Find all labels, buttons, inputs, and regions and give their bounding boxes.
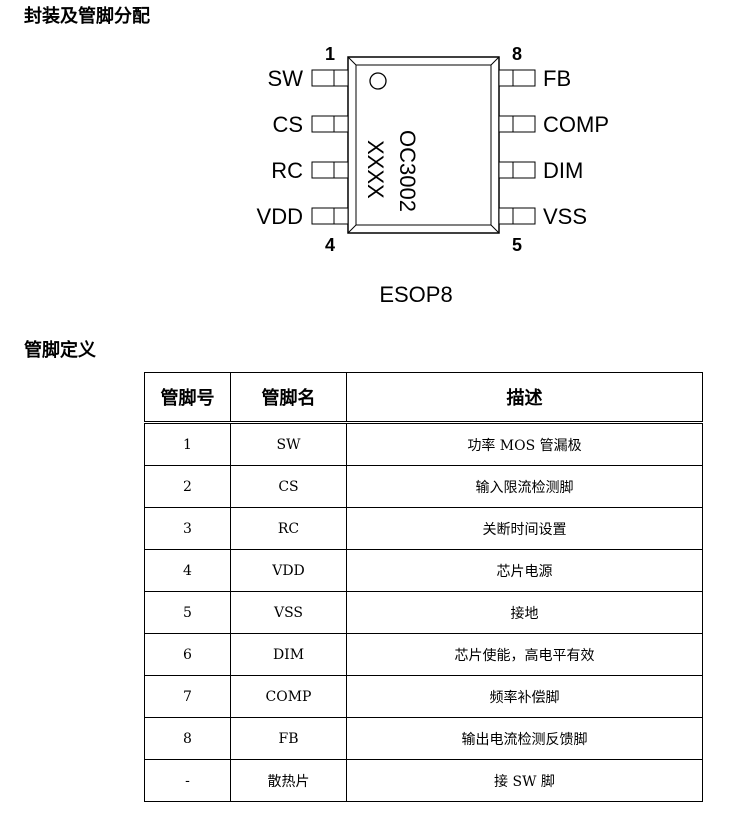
pin-number-4: 4 (325, 235, 335, 255)
pin-number-5: 5 (512, 235, 522, 255)
cell-pin-number: 1 (144, 421, 231, 466)
cell-pin-name: SW (230, 421, 347, 466)
cell-pin-number: 4 (144, 549, 231, 592)
chip-inner-outline (355, 64, 492, 226)
header-pin-number: 管脚号 (144, 372, 231, 424)
lead-tip-rc (333, 161, 349, 179)
cell-pin-name: VDD (230, 549, 347, 592)
pin-label-vdd: VDD (257, 204, 303, 229)
cell-pin-name: COMP (230, 675, 347, 718)
pin-label-vss: VSS (543, 204, 587, 229)
cell-pin-number: - (144, 759, 231, 802)
cell-pin-name: DIM (230, 633, 347, 676)
cell-pin-number: 3 (144, 507, 231, 550)
lead-comp (512, 115, 536, 133)
cell-description: 芯片电源 (346, 549, 703, 592)
lead-tip-vss (498, 207, 514, 225)
pin1-dot (369, 72, 387, 90)
pin-label-sw: SW (268, 66, 304, 91)
left-leads: SW CS RC VDD (257, 66, 349, 229)
cell-description: 接地 (346, 591, 703, 634)
package-section-title: 封装及管脚分配 (24, 6, 150, 27)
lead-tip-comp (498, 115, 514, 133)
cell-description: 关断时间设置 (346, 507, 703, 550)
cell-pin-number: 2 (144, 465, 231, 508)
lead-rc (311, 161, 335, 179)
lead-tip-fb (498, 69, 514, 87)
lead-vss (512, 207, 536, 225)
cell-description: 芯片使能，高电平有效 (346, 633, 703, 676)
cell-pin-name: RC (230, 507, 347, 550)
header-description: 描述 (346, 372, 703, 424)
pin-number-8: 8 (512, 44, 522, 64)
lead-vdd (311, 207, 335, 225)
chip-name: OC3002 (395, 130, 420, 212)
cell-description: 功率 MOS 管漏极 (346, 421, 703, 466)
pin-label-comp: COMP (543, 112, 609, 137)
lead-tip-vdd (333, 207, 349, 225)
pin-number-1: 1 (325, 44, 335, 64)
pin-label-cs: CS (272, 112, 303, 137)
lead-dim (512, 161, 536, 179)
pin-definition-section-title: 管脚定义 (24, 340, 96, 361)
right-leads: FB COMP DIM VSS (498, 66, 609, 229)
pin-label-fb: FB (543, 66, 571, 91)
cell-description: 接 SW 脚 (346, 759, 703, 802)
pin-label-rc: RC (271, 158, 303, 183)
cell-pin-name: VSS (230, 591, 347, 634)
cell-pin-number: 6 (144, 633, 231, 676)
lead-tip-sw (333, 69, 349, 87)
table-header-row: 管脚号 管脚名 描述 (144, 372, 703, 424)
cell-pin-number: 5 (144, 591, 231, 634)
package-name: ESOP8 (379, 282, 452, 307)
cell-description: 输出电流检测反馈脚 (346, 717, 703, 760)
cell-pin-number: 7 (144, 675, 231, 718)
lead-tip-cs (333, 115, 349, 133)
pin-label-dim: DIM (543, 158, 583, 183)
lead-sw (311, 69, 335, 87)
table-row: -散热片接 SW 脚 (144, 759, 703, 802)
lead-tip-dim (498, 161, 514, 179)
lead-fb (512, 69, 536, 87)
cell-pin-name: FB (230, 717, 347, 760)
cell-description: 频率补偿脚 (346, 675, 703, 718)
cell-pin-name: 散热片 (230, 759, 347, 802)
chip-mark: XXXX (363, 140, 388, 199)
header-pin-name: 管脚名 (230, 372, 347, 424)
cell-description: 输入限流检测脚 (346, 465, 703, 508)
cell-pin-number: 8 (144, 717, 231, 760)
package-diagram: SW CS RC VDD FB COMP DIM VSS OC3002 XXXX 1 4 8… (257, 44, 609, 307)
cell-pin-name: CS (230, 465, 347, 508)
lead-cs (311, 115, 335, 133)
